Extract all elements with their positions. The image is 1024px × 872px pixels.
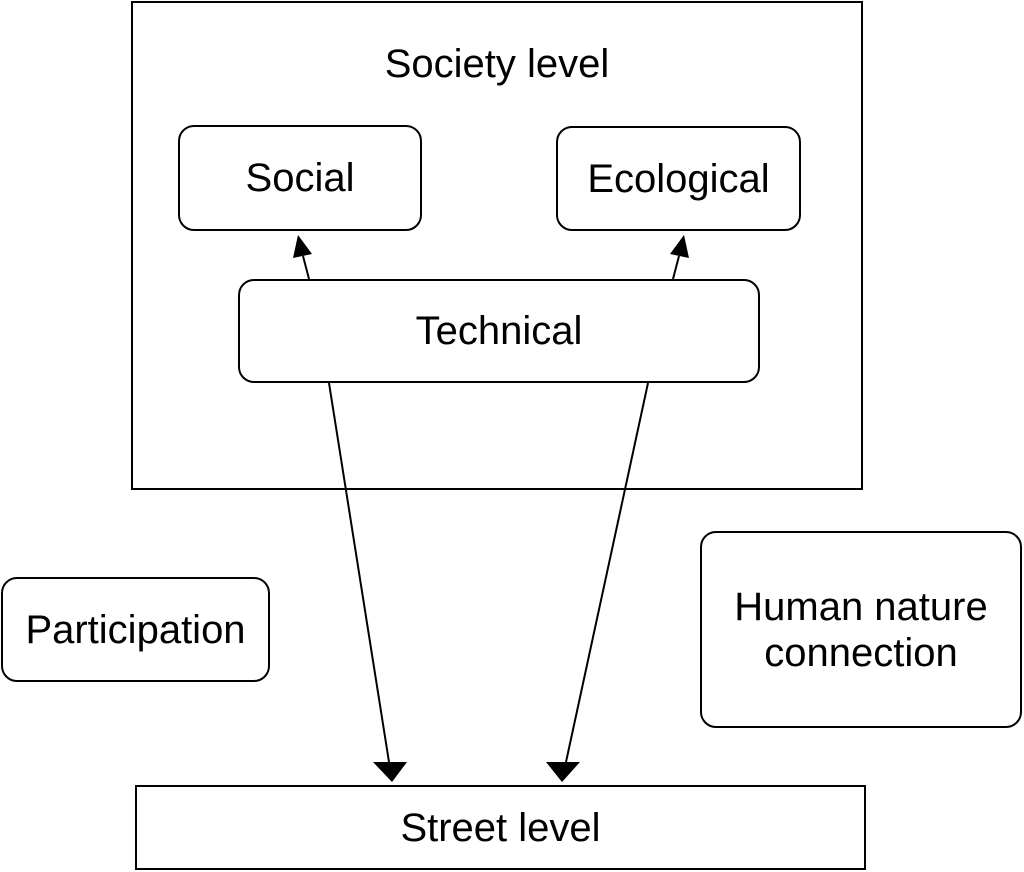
technical-label: Technical: [415, 309, 583, 353]
street-level-node: Street level: [135, 785, 866, 870]
social-node: Social: [178, 125, 422, 231]
ecological-node: Ecological: [556, 126, 801, 231]
society-level-frame: Society level: [131, 1, 863, 490]
human-nature-connection-label: Human nature connection: [734, 584, 988, 675]
arrowhead-street-right: [546, 762, 580, 782]
human-nature-connection-node: Human nature connection: [700, 531, 1022, 728]
social-label: Social: [245, 156, 355, 200]
technical-node: Technical: [238, 279, 760, 383]
arrowhead-street-left: [373, 762, 407, 782]
ecological-label: Ecological: [587, 156, 770, 201]
society-level-label: Society level: [384, 42, 610, 86]
participation-node: Participation: [1, 577, 270, 682]
participation-label: Participation: [25, 607, 246, 652]
street-level-label: Street level: [400, 805, 601, 850]
